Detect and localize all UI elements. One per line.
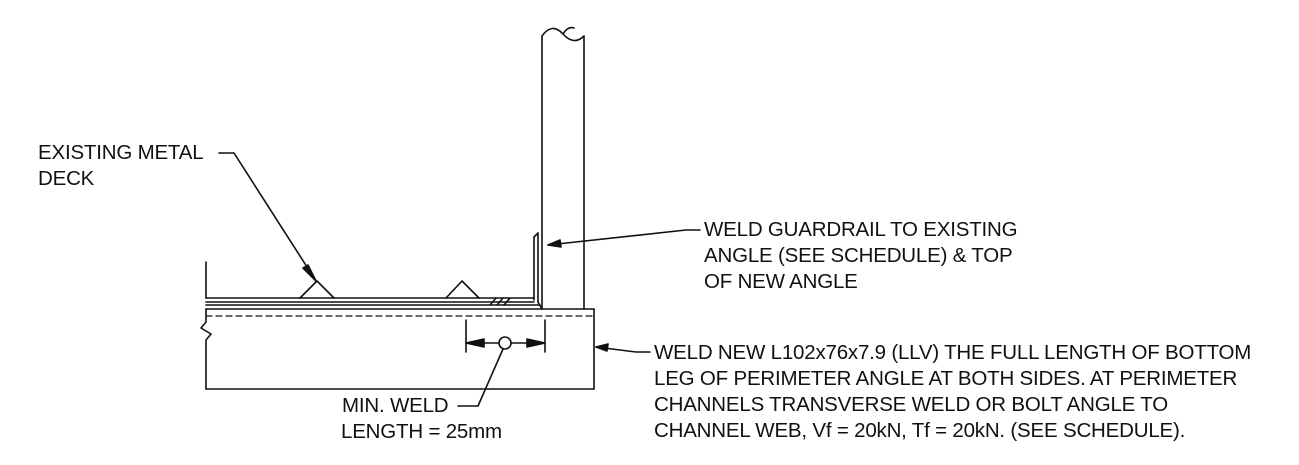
note-line: MIN. WELD xyxy=(342,394,449,417)
note-weld-new-angle: WELD NEW L102x76x7.9 (LLV) THE FULL LENG… xyxy=(654,340,1299,444)
note-line: CHANNELS TRANSVERSE WELD OR BOLT ANGLE T… xyxy=(654,393,1168,416)
note-min-weld-length: MIN. WELD LENGTH = 25mm xyxy=(341,393,502,445)
new-angle xyxy=(205,308,595,390)
note-line: LEG OF PERIMETER ANGLE AT BOTH SIDES. AT… xyxy=(654,367,1238,390)
note-line: EXISTING METAL xyxy=(38,141,204,164)
note-line: DECK xyxy=(38,167,95,190)
note-line: ANGLE (SEE SCHEDULE) & TOP xyxy=(704,244,1013,267)
note-line: CHANNEL WEB, Vf = 20kN, Tf = 20kN. (SEE … xyxy=(654,419,1186,442)
weld-length-dimension xyxy=(465,319,546,353)
note-weld-guardrail: WELD GUARDRAIL TO EXISTING ANGLE (SEE SC… xyxy=(704,217,1018,295)
note-line: WELD NEW L102x76x7.9 (LLV) THE FULL LENG… xyxy=(654,341,1252,364)
guardrail-post xyxy=(541,26,585,310)
note-existing-metal-deck: EXISTING METAL DECK xyxy=(38,140,204,192)
note-line: OF NEW ANGLE xyxy=(704,270,858,293)
note-line: WELD GUARDRAIL TO EXISTING xyxy=(704,218,1018,241)
note-line: LENGTH = 25mm xyxy=(341,420,502,443)
leaders xyxy=(218,152,701,407)
metal-deck xyxy=(205,280,541,306)
existing-angle-vertical-leg xyxy=(533,232,543,310)
break-line xyxy=(200,261,212,390)
